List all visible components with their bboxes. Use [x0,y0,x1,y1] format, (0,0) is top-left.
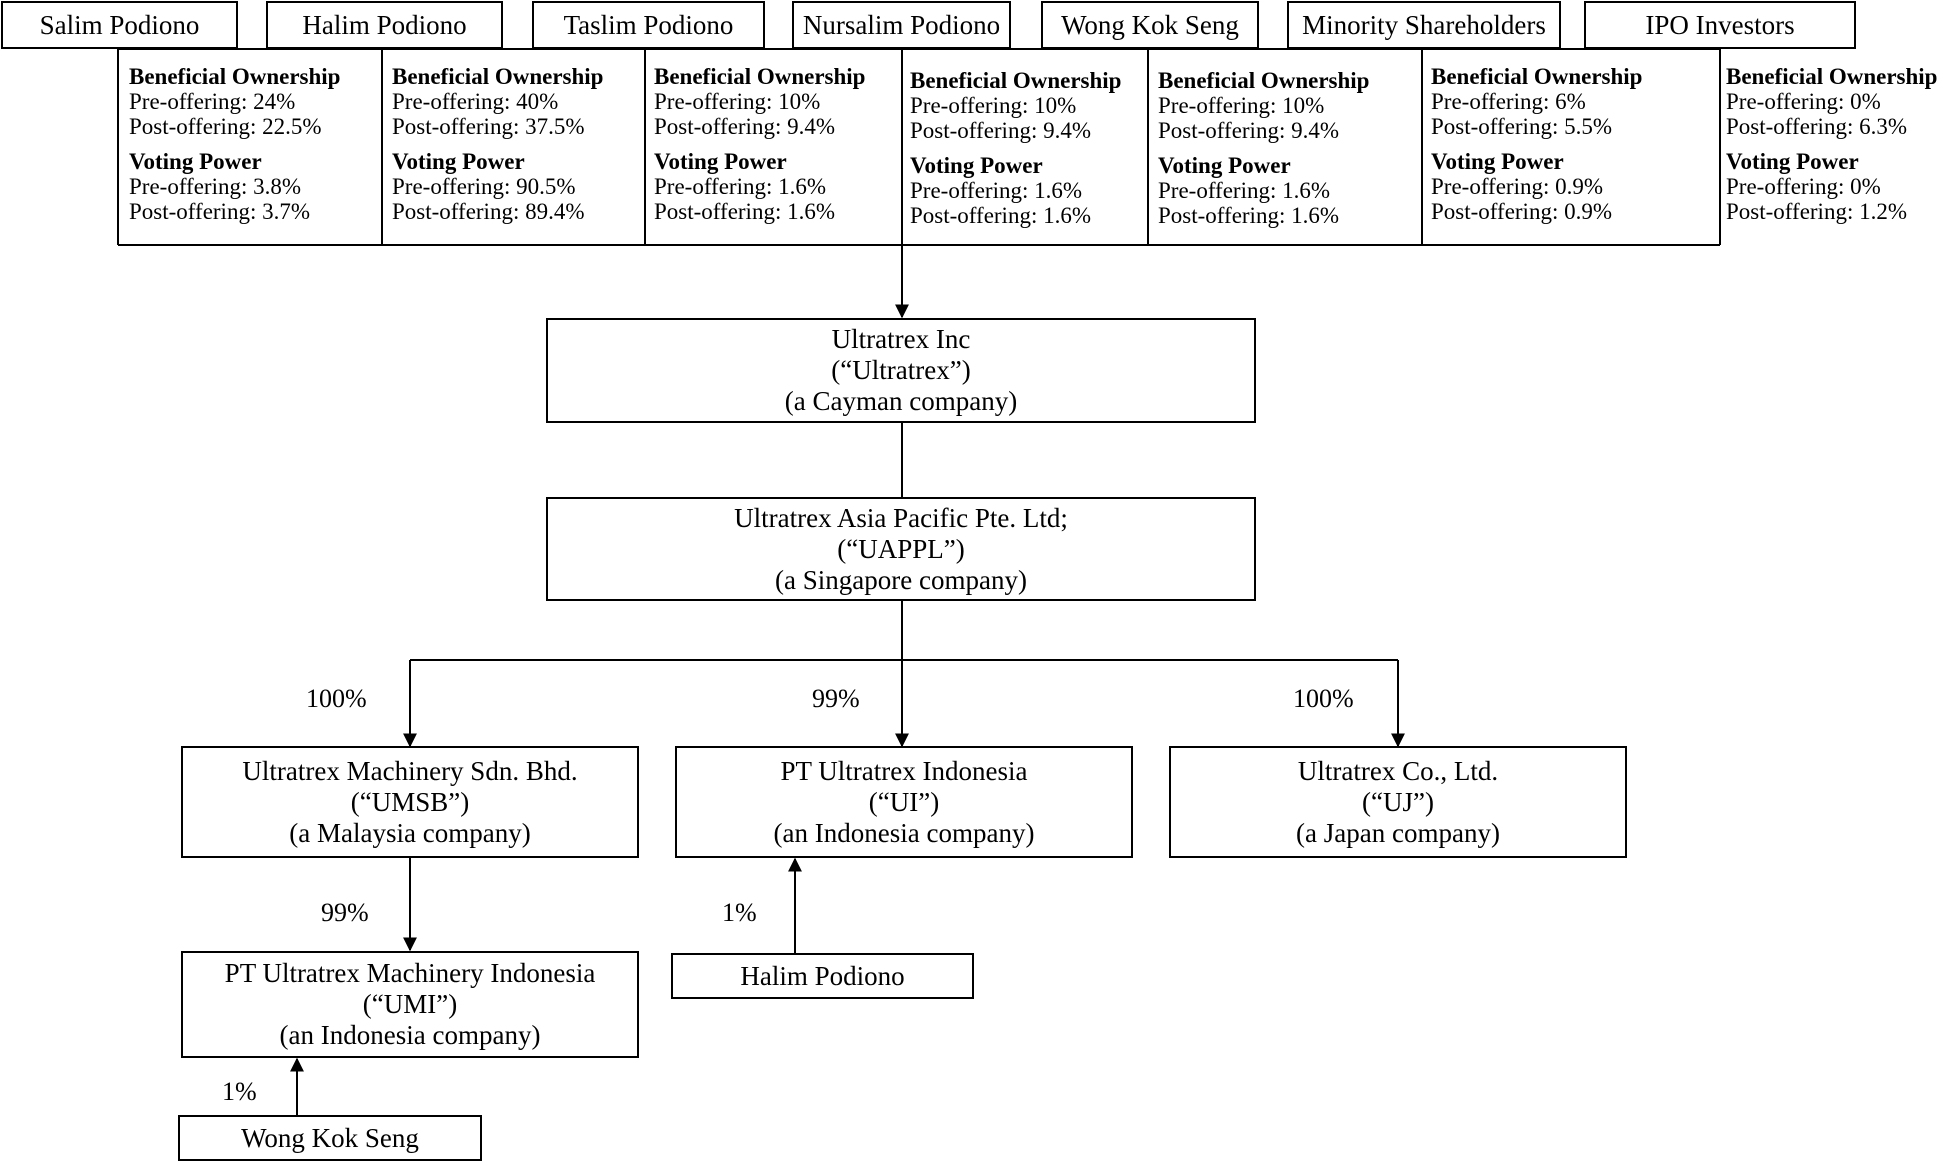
ownership-pct-umi: 99% [321,898,369,927]
shareholder-stats: Beneficial Ownership Pre-offering: 10% P… [910,68,1121,228]
shareholder-name: IPO Investors [1645,9,1795,40]
voting-power-heading: Voting Power [1158,153,1291,178]
voting-pre-offering: Pre-offering: 0.9% [1431,174,1604,199]
entity-box-uj: Ultratrex Co., Ltd. (“UJ”) (a Japan comp… [1169,746,1627,858]
entity-jurisdiction: (a Malaysia company) [289,817,531,848]
holder-box-halim-podiono: Halim Podiono [671,953,974,999]
beneficial-post-offering: Post-offering: 9.4% [1158,118,1340,143]
voting-pre-offering: Pre-offering: 90.5% [392,174,576,199]
shareholder-stats: Beneficial Ownership Pre-offering: 24% P… [129,64,340,224]
entity-name: Ultratrex Inc [831,324,971,354]
shareholder-stats: Beneficial Ownership Pre-offering: 6% Po… [1431,64,1642,224]
voting-pre-offering: Pre-offering: 1.6% [910,178,1083,203]
beneficial-pre-offering: Pre-offering: 10% [910,93,1077,118]
entity-jurisdiction: (an Indonesia company) [773,817,1035,848]
entity-name: PT Ultratrex Machinery Indonesia [224,958,596,988]
voting-pre-offering: Pre-offering: 1.6% [1158,178,1331,203]
entity-jurisdiction: (a Singapore company) [775,564,1027,595]
entity-box-ultratrex: Ultratrex Inc (“Ultratrex”) (a Cayman co… [546,318,1256,423]
shareholder-stats: Beneficial Ownership Pre-offering: 0% Po… [1726,64,1937,224]
beneficial-post-offering: Post-offering: 9.4% [910,118,1092,143]
voting-post-offering: Post-offering: 3.7% [129,199,311,224]
beneficial-ownership-heading: Beneficial Ownership [1158,68,1370,93]
beneficial-ownership-heading: Beneficial Ownership [1431,64,1643,89]
ownership-pct-uj: 100% [1293,684,1354,713]
voting-pre-offering: Pre-offering: 0% [1726,174,1881,199]
entity-box-uappl: Ultratrex Asia Pacific Pte. Ltd; (“UAPPL… [546,497,1256,601]
shareholder-box: Minority Shareholders [1287,1,1561,49]
entity-name: Ultratrex Machinery Sdn. Bhd. [242,755,578,786]
ownership-pct-umi-wong: 1% [222,1077,257,1106]
voting-post-offering: Post-offering: 1.2% [1726,199,1908,224]
shareholder-name: Wong Kok Seng [1061,9,1239,40]
entity-short-name: (“UMSB”) [350,786,470,817]
shareholder-box: Halim Podiono [266,1,503,49]
shareholder-box: Wong Kok Seng [1041,1,1259,49]
beneficial-pre-offering: Pre-offering: 10% [654,89,821,114]
shareholder-stats: Beneficial Ownership Pre-offering: 40% P… [392,64,603,224]
beneficial-ownership-heading: Beneficial Ownership [910,68,1122,93]
voting-post-offering: Post-offering: 1.6% [1158,203,1340,228]
voting-power-heading: Voting Power [1431,149,1564,174]
ownership-pct-ui: 99% [812,684,860,713]
voting-post-offering: Post-offering: 89.4% [392,199,585,224]
entity-jurisdiction: (a Cayman company) [784,386,1018,416]
voting-pre-offering: Pre-offering: 1.6% [654,174,827,199]
holder-box-wong-kok-seng: Wong Kok Seng [178,1115,482,1161]
shareholder-box: Salim Podiono [1,1,238,49]
voting-power-heading: Voting Power [910,153,1043,178]
beneficial-ownership-heading: Beneficial Ownership [654,64,866,89]
beneficial-post-offering: Post-offering: 22.5% [129,114,322,139]
beneficial-pre-offering: Pre-offering: 0% [1726,89,1881,114]
shareholder-name: Salim Podiono [39,9,200,40]
ownership-pct-ui-halim: 1% [722,898,757,927]
voting-post-offering: Post-offering: 0.9% [1431,199,1613,224]
shareholder-stats: Beneficial Ownership Pre-offering: 10% P… [654,64,865,224]
beneficial-pre-offering: Pre-offering: 24% [129,89,296,114]
voting-power-heading: Voting Power [654,149,787,174]
shareholder-name: Minority Shareholders [1302,9,1546,40]
entity-name: Ultratrex Asia Pacific Pte. Ltd; [734,502,1068,533]
entity-short-name: (“Ultratrex”) [831,355,971,385]
beneficial-ownership-heading: Beneficial Ownership [1726,64,1938,89]
beneficial-post-offering: Post-offering: 6.3% [1726,114,1908,139]
entity-box-umi: PT Ultratrex Machinery Indonesia (“UMI”)… [181,951,639,1058]
shareholder-box: Nursalim Podiono [792,1,1011,49]
entity-name: PT Ultratrex Indonesia [780,755,1028,786]
voting-power-heading: Voting Power [129,149,262,174]
beneficial-pre-offering: Pre-offering: 6% [1431,89,1586,114]
beneficial-pre-offering: Pre-offering: 10% [1158,93,1325,118]
entity-short-name: (“UI”) [868,786,940,817]
voting-post-offering: Post-offering: 1.6% [910,203,1092,228]
beneficial-pre-offering: Pre-offering: 40% [392,89,559,114]
voting-power-heading: Voting Power [392,149,525,174]
entity-short-name: (“UJ”) [1362,786,1434,817]
shareholder-box: Taslim Podiono [532,1,765,49]
entity-short-name: (“UAPPL”) [837,533,965,564]
shareholder-box: IPO Investors [1584,1,1856,49]
beneficial-post-offering: Post-offering: 9.4% [654,114,836,139]
shareholder-name: Halim Podiono [302,9,467,40]
entity-box-umsb: Ultratrex Machinery Sdn. Bhd. (“UMSB”) (… [181,746,639,858]
holder-name: Wong Kok Seng [241,1122,419,1153]
shareholder-stats: Beneficial Ownership Pre-offering: 10% P… [1158,68,1369,228]
beneficial-ownership-heading: Beneficial Ownership [129,64,341,89]
shareholder-name: Nursalim Podiono [802,9,1001,40]
entity-jurisdiction: (an Indonesia company) [279,1020,541,1050]
shareholder-name: Taslim Podiono [563,9,734,40]
entity-name: Ultratrex Co., Ltd. [1297,755,1499,786]
entity-box-ui: PT Ultratrex Indonesia (“UI”) (an Indone… [675,746,1133,858]
entity-short-name: (“UMI”) [362,989,458,1019]
entity-jurisdiction: (a Japan company) [1296,817,1500,848]
voting-post-offering: Post-offering: 1.6% [654,199,836,224]
beneficial-ownership-heading: Beneficial Ownership [392,64,604,89]
holder-name: Halim Podiono [740,960,905,991]
beneficial-post-offering: Post-offering: 37.5% [392,114,585,139]
beneficial-post-offering: Post-offering: 5.5% [1431,114,1613,139]
ownership-pct-umsb: 100% [306,684,367,713]
voting-power-heading: Voting Power [1726,149,1859,174]
voting-pre-offering: Pre-offering: 3.8% [129,174,302,199]
